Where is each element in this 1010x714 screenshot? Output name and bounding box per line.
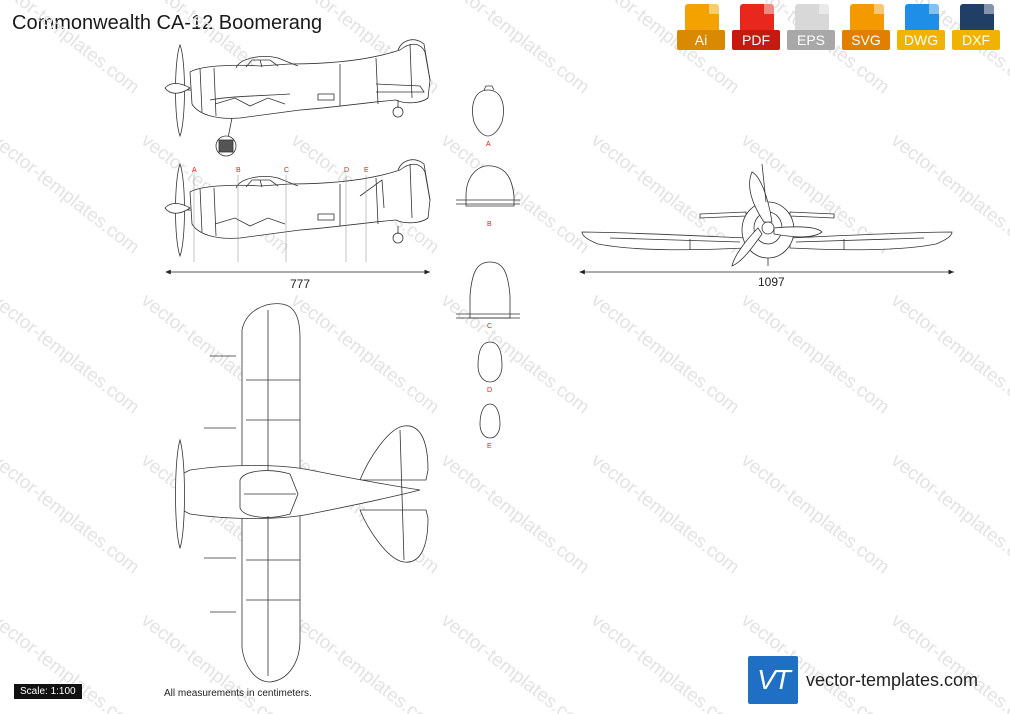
wingspan-dimension: 1097 (579, 269, 954, 289)
dxf-download-button[interactable]: DXF (952, 4, 1000, 52)
format-label: DXF (952, 30, 1000, 50)
cross-section-label-d: D (487, 387, 492, 394)
side-view-gear-up (164, 159, 431, 262)
scale-label: Scale: 1:100 (14, 684, 82, 699)
format-label: DWG (897, 30, 945, 50)
eps-download-button[interactable]: EPS (787, 4, 835, 52)
measurement-note: All measurements in centimeters. (164, 688, 312, 699)
dwg-download-button[interactable]: DWG (897, 4, 945, 52)
side-view-gear-down (164, 39, 431, 157)
cross-section-label-c: C (487, 323, 492, 330)
brand-block[interactable]: VT vector-templates.com (748, 656, 978, 704)
svg-download-button[interactable]: SVG (842, 4, 890, 52)
pdf-download-button[interactable]: PDF (732, 4, 780, 52)
section-label-b: B (236, 167, 241, 174)
format-toolbar: Ai PDF EPS SVG DWG DXF (677, 4, 1000, 52)
format-label: EPS (787, 30, 835, 50)
section-markers: A B C D E (192, 167, 369, 174)
format-label: Ai (677, 30, 725, 50)
top-view (175, 303, 429, 683)
format-label: SVG (842, 30, 890, 50)
length-value: 777 (290, 277, 310, 291)
cross-section-label-e: E (487, 443, 492, 450)
wingspan-value: 1097 (758, 275, 785, 289)
section-label-c: C (284, 167, 289, 174)
cross-section-label-b: B (487, 221, 492, 228)
section-label-d: D (344, 167, 349, 174)
section-label-e: E (364, 167, 369, 174)
length-dimension: 777 (165, 269, 430, 291)
cross-section-labels: A B C D E (486, 141, 492, 450)
section-label-a: A (192, 167, 197, 174)
cross-section-label-a: A (486, 141, 491, 148)
vt-logo-icon: VT (748, 656, 798, 704)
brand-name: vector-templates.com (806, 669, 979, 690)
ai-download-button[interactable]: Ai (677, 4, 725, 52)
cross-sections (456, 85, 520, 439)
format-label: PDF (732, 30, 780, 50)
page-title: Commonwealth CA-12 Boomerang (12, 12, 323, 34)
front-view (581, 163, 953, 267)
